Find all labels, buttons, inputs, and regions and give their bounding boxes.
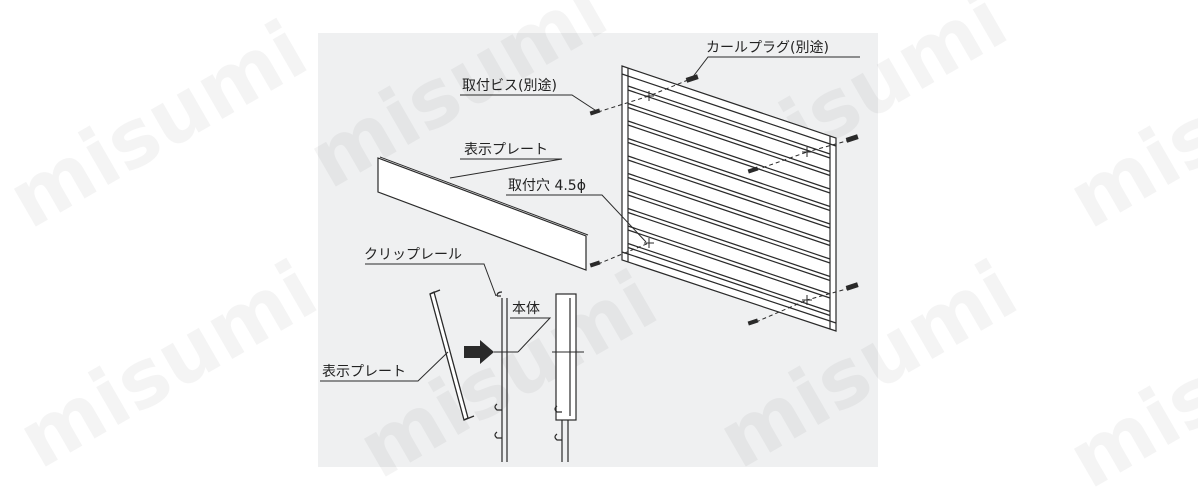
label-clip-rail: クリップレール [364,247,462,263]
leader-display-plate-side [320,351,449,382]
plug-icon [845,282,859,291]
watermark-text: misumi [1053,263,1198,500]
leader-lines [320,56,860,382]
screw-path [755,299,808,323]
screw-path [597,95,650,113]
rail-line [627,229,831,299]
plug-icon [845,134,859,143]
leader-main-body [510,317,552,353]
rail-line [627,172,831,243]
rail-line [627,141,831,212]
plate-section-top-hook [429,289,441,295]
rail-line [627,159,831,229]
screw-path [806,287,851,301]
rail-line [627,225,831,295]
screw-path [648,79,689,97]
screw-icon [747,166,759,174]
rail-line [627,155,831,225]
leader-mount-hole [506,194,647,243]
screw-icon [747,318,759,326]
leader-anchor-plug [691,56,860,79]
assembled-plate [555,293,577,421]
label-mount-screw: 取付ビス(別途) [462,77,557,94]
rail-clip-top [496,291,503,297]
screw-icon [589,260,601,268]
rail-clip [494,431,502,439]
label-display-plate-side: 表示プレート [322,364,406,380]
rail-line [627,176,831,247]
screw-path [597,242,650,265]
watermark-text: misumi [3,243,332,487]
display-plate [377,157,587,271]
rail-line [627,207,831,278]
rail-line [627,124,831,194]
label-anchor-plug: カールプラグ(別途) [706,39,829,56]
screw-path [755,151,808,171]
board-bottom-edge [621,251,837,324]
assembled-section [552,293,584,462]
rail-line [627,194,831,264]
rail-line [627,120,831,190]
leader-display-plate-top [449,158,563,179]
watermark-text: misumi [0,3,322,247]
plate-section-bottom-hook [463,415,475,421]
screw-paths [597,79,851,323]
screw-icon [589,108,601,116]
plug-icon [685,74,699,83]
rail-line [627,211,831,282]
rail-line [627,190,831,260]
insert-arrow-icon [464,340,494,364]
board-top-edge [621,73,837,147]
rail-line [627,89,831,159]
leader-mount-screw [460,94,599,113]
watermark-text: misumi [1053,3,1198,247]
label-display-plate-top: 表示プレート [464,142,548,158]
rail-line [627,85,831,155]
screws [589,74,859,326]
rails [627,85,831,317]
rail-line [627,137,831,208]
plate-section [429,289,475,421]
leader-clip-rail [365,263,497,297]
assembled-clip [554,433,562,441]
screw-path [806,139,851,153]
label-mount-hole: 取付穴 4.5ϕ [508,178,586,194]
rail-line [627,106,831,177]
rail-line [627,102,831,173]
display-plate-thickness [379,156,589,236]
assembled-clip [554,405,562,413]
clip-rail-section [494,291,518,462]
rail-clip [494,403,502,411]
rail-board [621,65,837,332]
label-main-body: 本体 [512,301,540,317]
rail-line [627,242,831,313]
mount-hole-mark [644,238,654,248]
